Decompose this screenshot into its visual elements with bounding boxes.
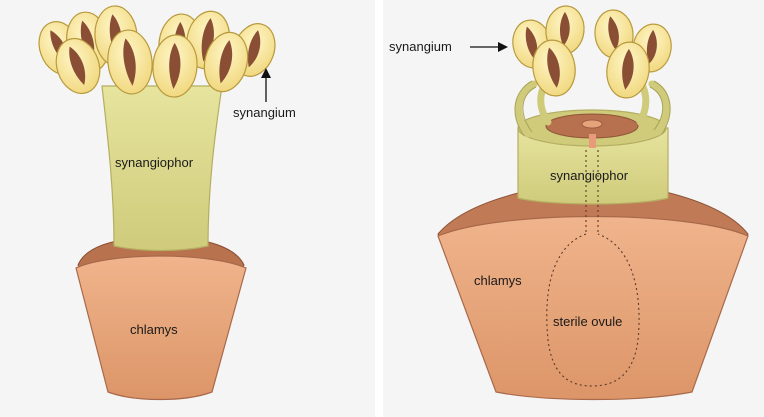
left-synangiophor — [101, 85, 223, 252]
left-synangium-arrow-head — [261, 68, 271, 78]
right-synangium-6 — [606, 41, 650, 99]
left-chlamys — [75, 255, 247, 401]
right-central-canal — [589, 134, 596, 148]
right-synangium-stalk-edges — [514, 80, 671, 137]
left-label-synangium: synangium — [233, 105, 296, 120]
right-label-sterile-ovule: sterile ovule — [553, 314, 622, 329]
left-synangium-10 — [203, 31, 249, 93]
right-label-synangiophor: synangiophor — [550, 168, 629, 183]
right-ovule-canal — [585, 150, 599, 232]
left-synangium-cluster — [38, 5, 276, 98]
right-sterile-ovule — [546, 233, 640, 387]
left-label-chlamys: chlamys — [130, 322, 178, 337]
right-synangiophor — [517, 127, 669, 205]
right-cup-center — [581, 119, 603, 129]
right-synangium-cluster — [512, 5, 672, 99]
left-synangium-9 — [152, 34, 198, 98]
left-label-synangiophor: synangiophor — [115, 155, 194, 170]
left-synangium-7 — [55, 37, 101, 95]
right-chlamys — [437, 215, 749, 401]
left-synangium-8 — [107, 29, 153, 95]
right-synangium-3 — [532, 39, 576, 97]
right-structure — [437, 5, 749, 401]
left-structure — [38, 5, 276, 401]
right-label-chlamys: chlamys — [474, 273, 522, 288]
right-synangium-arrow-head — [498, 42, 508, 52]
right-label-synangium: synangium — [389, 39, 452, 54]
